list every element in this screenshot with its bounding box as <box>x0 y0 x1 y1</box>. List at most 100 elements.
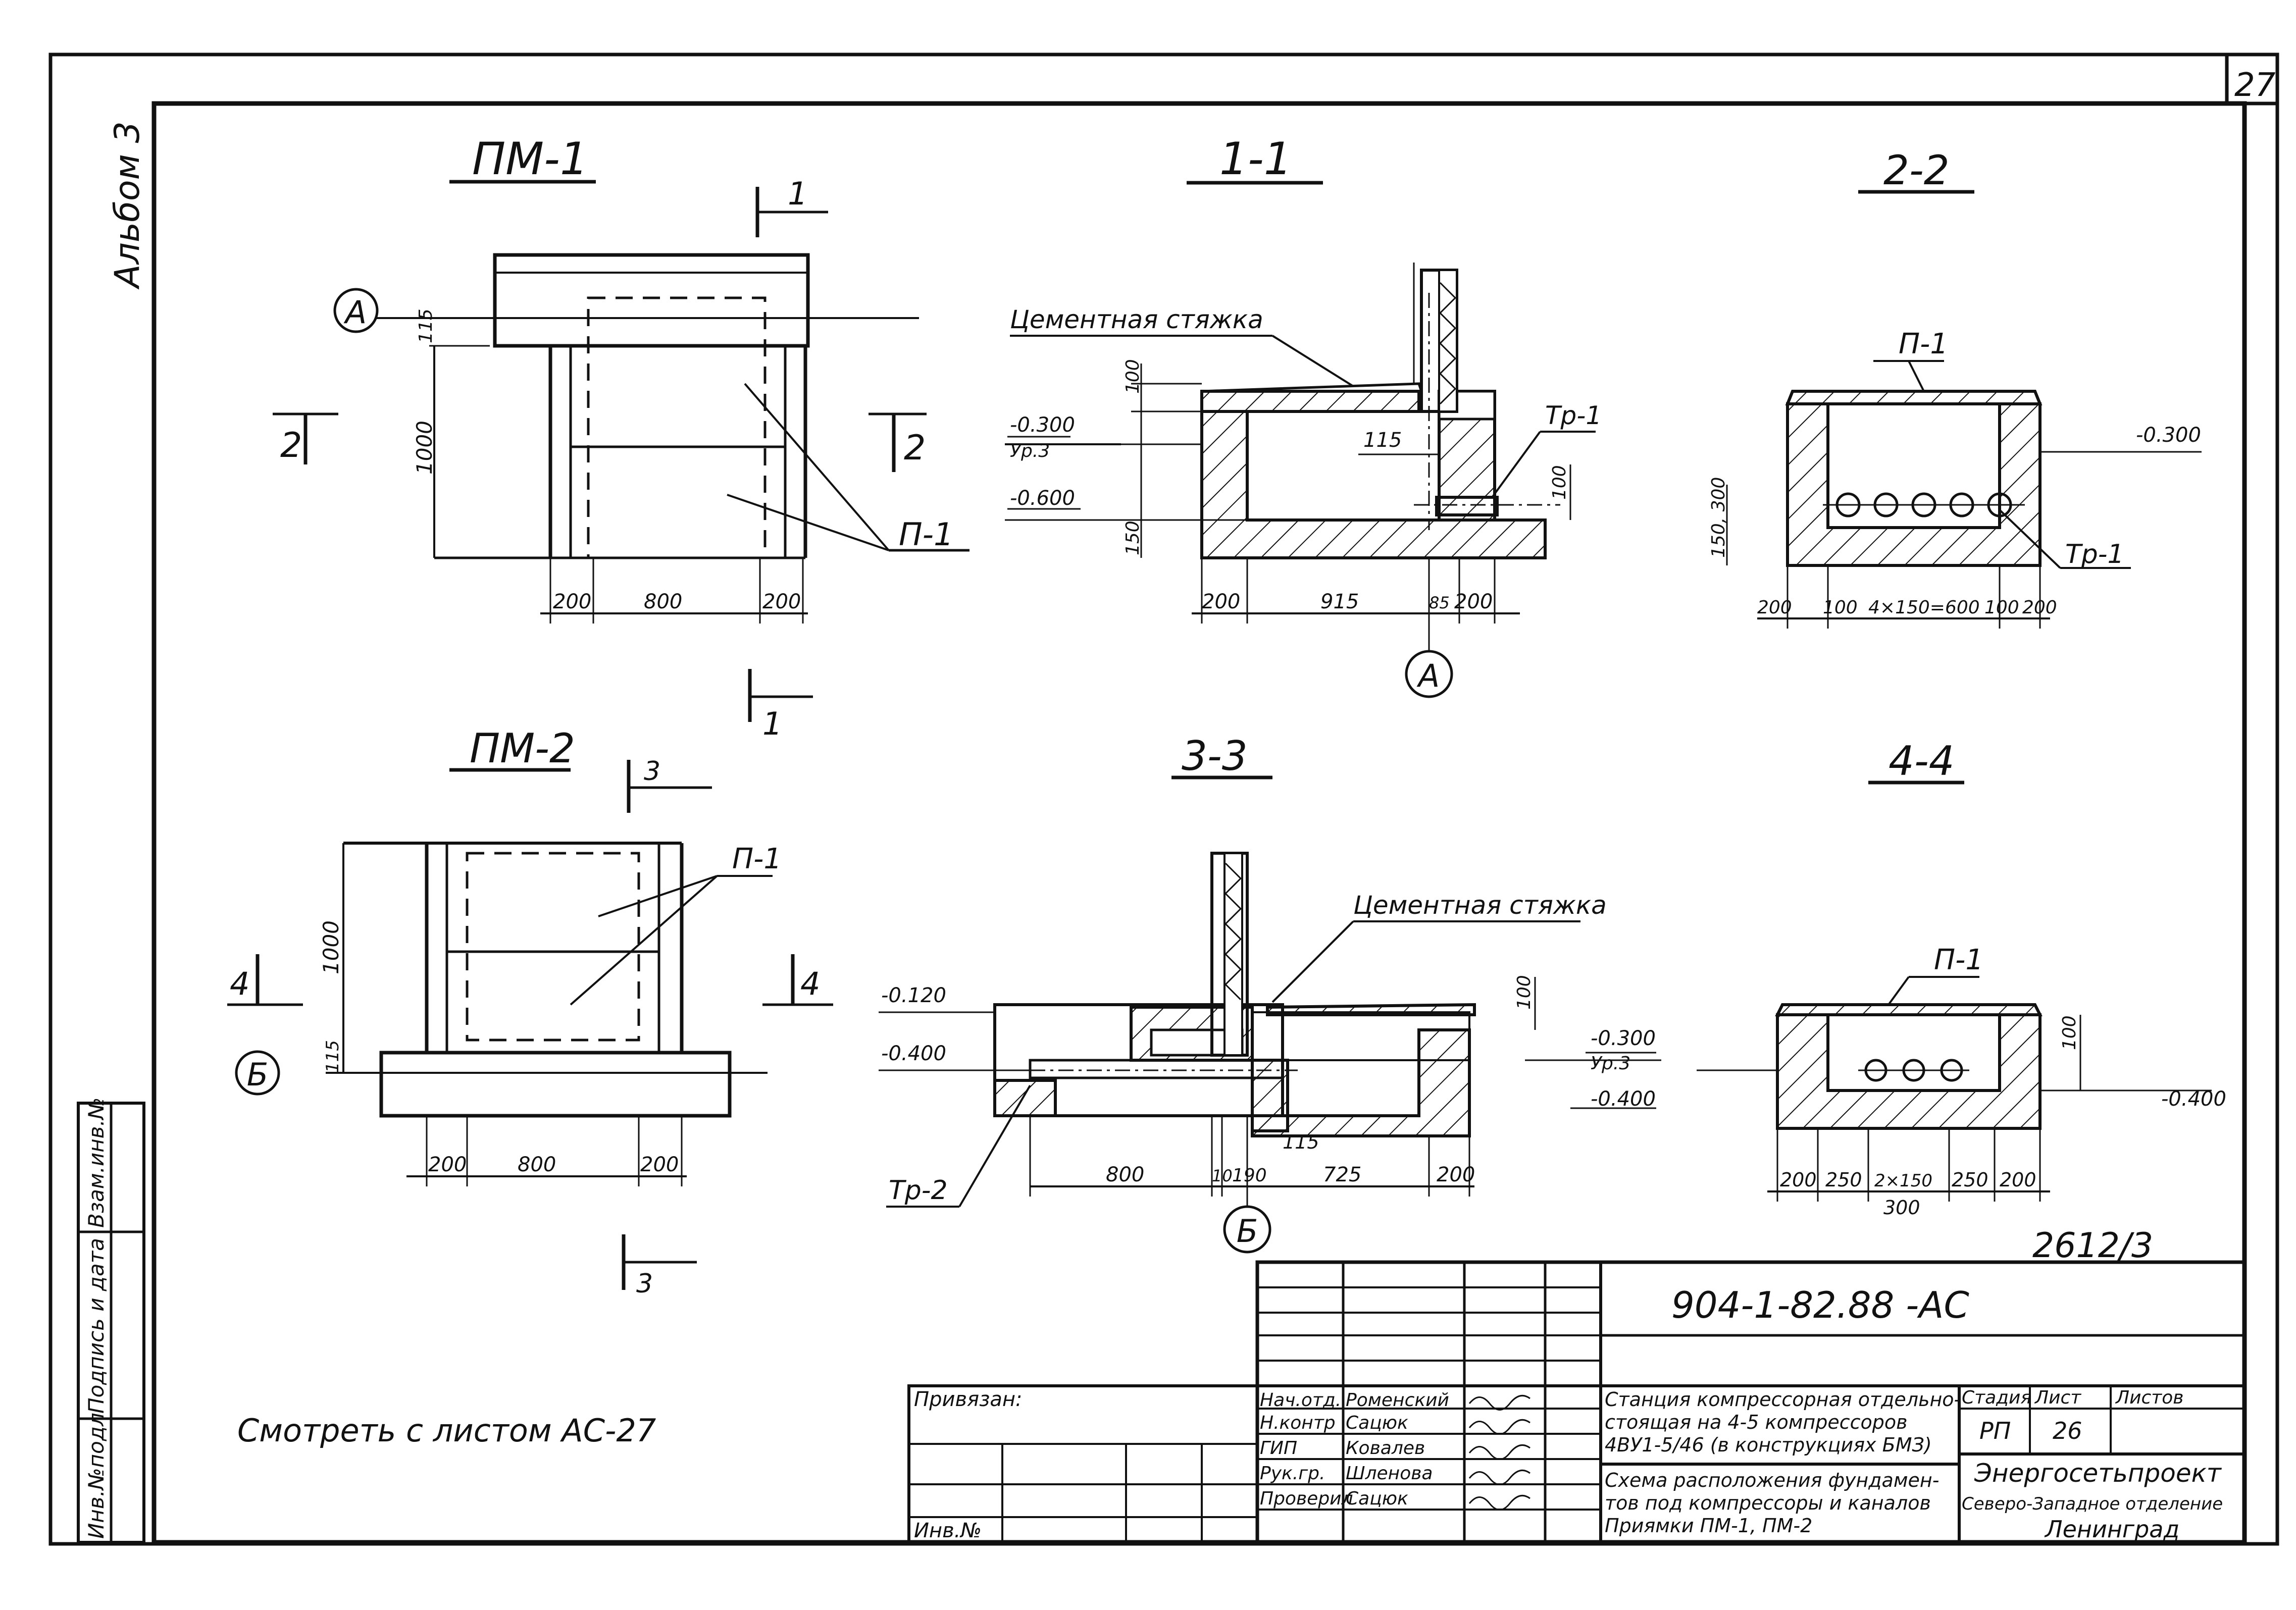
s33-lev3b: Ур.3 <box>1591 1053 1630 1074</box>
s11-dim-w-0: 200 <box>1202 590 1240 613</box>
signatures <box>1468 1394 1530 1511</box>
pm1-dim-w-0: 200 <box>553 590 591 613</box>
album-label: Альбом 3 <box>108 121 147 290</box>
tb-project-line-2: 4ВУ1-5/46 (в конструкциях БМЗ) <box>1605 1434 1932 1456</box>
s22-pipes <box>1823 492 2025 517</box>
s11-d100b: 100 <box>1549 465 1570 500</box>
s44-d100: 100 <box>2059 1015 2080 1050</box>
s33-d100: 100 <box>1514 975 1535 1010</box>
tb-org-0: Энергосетьпроект <box>1974 1459 2222 1488</box>
s11-d150: 150 <box>1123 521 1143 555</box>
s44-dim-w-4: 200 <box>2000 1169 2036 1191</box>
s11-dim-w-1: 915 <box>1320 590 1359 613</box>
s22-dim-w-1: 100 <box>1823 597 1858 618</box>
s22-title: 2-2 <box>1883 147 1950 194</box>
tb-role-2: ГИП <box>1260 1438 1297 1459</box>
tb-name-3: Шленова <box>1346 1463 1433 1484</box>
s33-dim-w-2: 190 <box>1232 1165 1267 1186</box>
s44-dim-w-1: 250 <box>1825 1169 1862 1191</box>
view-pm1: ПМ-1 А 1 1 2 2 П-1 <box>273 133 970 742</box>
s33-dim-w-4: 200 <box>1437 1163 1475 1186</box>
pm2-cut4-right: 4 <box>800 965 820 1002</box>
view-pm2: ПМ-2 Б 3 3 4 4 П-1 1000 115 <box>227 725 833 1299</box>
pm2-dim-w-1: 800 <box>518 1153 556 1176</box>
s33-axis: Б <box>1237 1213 1258 1250</box>
s22-pipe: Тр-1 <box>2065 539 2124 569</box>
tb-role-1: Н.контр <box>1260 1413 1336 1433</box>
pm2-dim-h: 1000 <box>319 920 343 974</box>
tb-name-1: Сацюк <box>1346 1413 1408 1433</box>
s44-dim-w-0: 200 <box>1780 1169 1817 1191</box>
side-stamp <box>77 1102 145 1544</box>
s33-dim-w-3: 725 <box>1323 1163 1361 1186</box>
tb-sheet-title-1: тов под компрессоры и каналов <box>1605 1492 1931 1514</box>
s22-dim-w-3: 100 <box>1984 597 2019 618</box>
side-vzam: Взам.инв.№ <box>84 1098 109 1228</box>
section-4-4: 4-4 П-1 -0.400 100 200 250 2×150 250 200… <box>1697 738 2226 1219</box>
tb-project-line-0: Станция компрессорная отдельно- <box>1605 1388 1961 1411</box>
tb-hdr-stage: Стадия <box>1962 1387 2031 1408</box>
tb-hdr-sheet: Лист <box>2034 1387 2081 1408</box>
tb-privyazan: Привязан: <box>914 1388 1023 1411</box>
s44-dim-w-2: 2×150 <box>1874 1171 1932 1191</box>
pm1-cut2-left: 2 <box>280 426 302 465</box>
pm1-cut1-top: 1 <box>788 175 807 212</box>
tb-project-line-1: стоящая на 4-5 компрессоров <box>1605 1411 1908 1433</box>
s11-screed: Цементная стяжка <box>1010 305 1263 334</box>
section-3-3: 3-3 Цементная стяжка -0.120 -0.400 -0.30… <box>879 733 1661 1254</box>
sheet-number: 27 <box>2234 67 2276 104</box>
tb-org-2: Ленинград <box>2044 1516 2179 1543</box>
s22-dim-w-0: 200 <box>1757 597 1792 618</box>
s33-pipe: Тр-2 <box>889 1175 948 1206</box>
tb-org-1: Северо-Западное отделение <box>1962 1494 2223 1514</box>
pm2-panel: П-1 <box>732 843 782 875</box>
pm2-dim-bot: 115 <box>323 1040 343 1073</box>
pm1-panel-label: П-1 <box>899 516 953 553</box>
s11-d100a: 100 <box>1123 359 1143 394</box>
s33-screed: Цементная стяжка <box>1353 891 1607 920</box>
tb-role-0: Нач.отд. <box>1260 1390 1341 1411</box>
s44-dim-sub: 300 <box>1883 1197 1920 1219</box>
side-podpis: Подпись и дата <box>84 1238 109 1414</box>
section-2-2: 2-2 П-1 Тр-1 -0.300 150, 300 200 100 4×1… <box>1708 147 2202 629</box>
s33-d115: 115 <box>1283 1131 1319 1153</box>
s11-lev1: -0.300 <box>1010 413 1075 437</box>
pm2-dim-w-2: 200 <box>640 1153 679 1176</box>
s22-panel: П-1 <box>1899 328 1948 360</box>
s11-dim-w-3: 200 <box>1454 590 1493 613</box>
s33-dim-w-1: 10 <box>1212 1166 1233 1185</box>
tb-sheet-title-2: Приямки ПМ-1, ПМ-2 <box>1605 1515 1812 1537</box>
pm2-axis: Б <box>247 1056 269 1093</box>
s11-dim-w-2: 85 <box>1429 593 1450 612</box>
pm1-dim-top: 115 <box>416 308 436 343</box>
tb-inv: Инв.№ <box>914 1519 982 1542</box>
tb-sheet-no: 26 <box>2053 1417 2082 1444</box>
side-inv-podl: Инв.№подл <box>84 1413 109 1539</box>
s22-dim-w-4: 200 <box>2022 597 2057 618</box>
s33-lev2: -0.400 <box>881 1042 946 1065</box>
tb-stage: РП <box>1979 1417 2011 1444</box>
tb-name-2: Ковалев <box>1346 1438 1425 1459</box>
pm2-cut3-bottom: 3 <box>636 1269 653 1299</box>
tb-designation: 904-1-82.88 -АС <box>1671 1284 1969 1326</box>
s22-dim-w-2: 4×150=600 <box>1868 597 1980 618</box>
pm2-title: ПМ-2 <box>470 725 575 772</box>
s11-lev2: -0.600 <box>1010 487 1075 510</box>
tb-role-3: Рук.гр. <box>1260 1463 1325 1484</box>
s33-title: 3-3 <box>1182 733 1248 780</box>
tb-sheet-title-0: Схема расположения фундамен- <box>1605 1469 1939 1491</box>
s11-pipe: Тр-1 <box>1545 401 1602 430</box>
see-with-note: Смотреть с листом АС-27 <box>237 1412 656 1449</box>
s33-lev3: -0.300 <box>1591 1027 1656 1050</box>
tb-name-4: Сацюк <box>1346 1488 1408 1509</box>
tb-name-0: Роменский <box>1346 1390 1449 1411</box>
s33-lev1: -0.120 <box>881 984 946 1007</box>
pm1-cut2-right: 2 <box>904 428 926 468</box>
s33-lev4: -0.400 <box>1591 1087 1656 1111</box>
title-block <box>907 1260 2247 1544</box>
pm1-dim-w-2: 200 <box>762 590 801 613</box>
s22-dim-h: 150, 300 <box>1708 477 1729 558</box>
s44-lev: -0.400 <box>2161 1087 2226 1111</box>
s44-panel: П-1 <box>1934 944 1983 976</box>
